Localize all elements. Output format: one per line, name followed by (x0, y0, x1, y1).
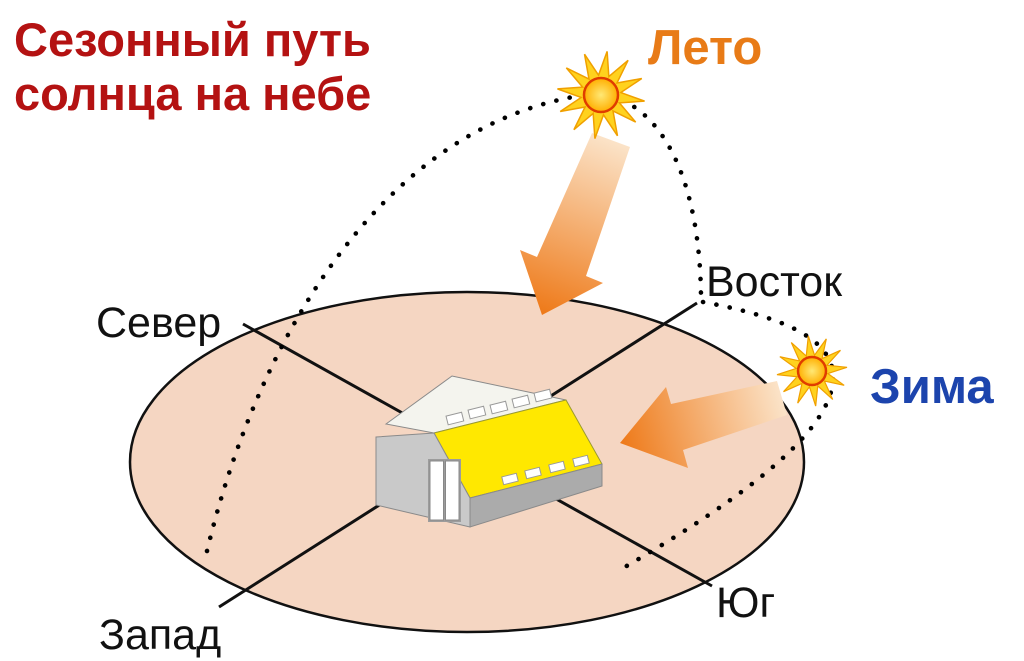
summer-sun-core-icon (582, 76, 620, 114)
roof-eave-windows (501, 454, 590, 486)
compass-south-label: Юг (716, 579, 775, 627)
winter-sun-core-icon (796, 355, 828, 387)
house-side-wall (469, 463, 603, 528)
skylight-icon (511, 394, 531, 409)
summer-sunlight-arrow (520, 133, 630, 315)
diagram-title-line2: солнца на небе (14, 67, 371, 120)
skylight-icon (445, 411, 465, 426)
summer-label: Лето (648, 21, 762, 75)
house-door (428, 459, 461, 522)
door-right-panel (445, 460, 460, 521)
winter-sunlight-arrow (620, 381, 787, 468)
winter-label: Зима (870, 360, 994, 414)
winter-sun-icon (772, 331, 852, 411)
house (375, 375, 603, 528)
skylight-icon (533, 388, 553, 403)
skylight-icon (467, 405, 487, 420)
summer-sun-icon (550, 44, 652, 146)
roof-window-icon (572, 454, 590, 468)
skylight-icon (489, 400, 509, 415)
compass-east-label: Восток (706, 258, 843, 306)
summer-sun-path-dotted-arc (204, 90, 704, 554)
roof-window-icon (524, 466, 542, 480)
roof-window-icon (501, 472, 519, 486)
roof-window-icon (548, 460, 566, 474)
diagram-title-line1: Сезонный путь (14, 13, 371, 66)
compass-west-label: Запад (99, 611, 221, 659)
compass-north-label: Север (96, 299, 221, 347)
door-left-panel (429, 460, 444, 521)
roof-skylights (445, 388, 553, 426)
